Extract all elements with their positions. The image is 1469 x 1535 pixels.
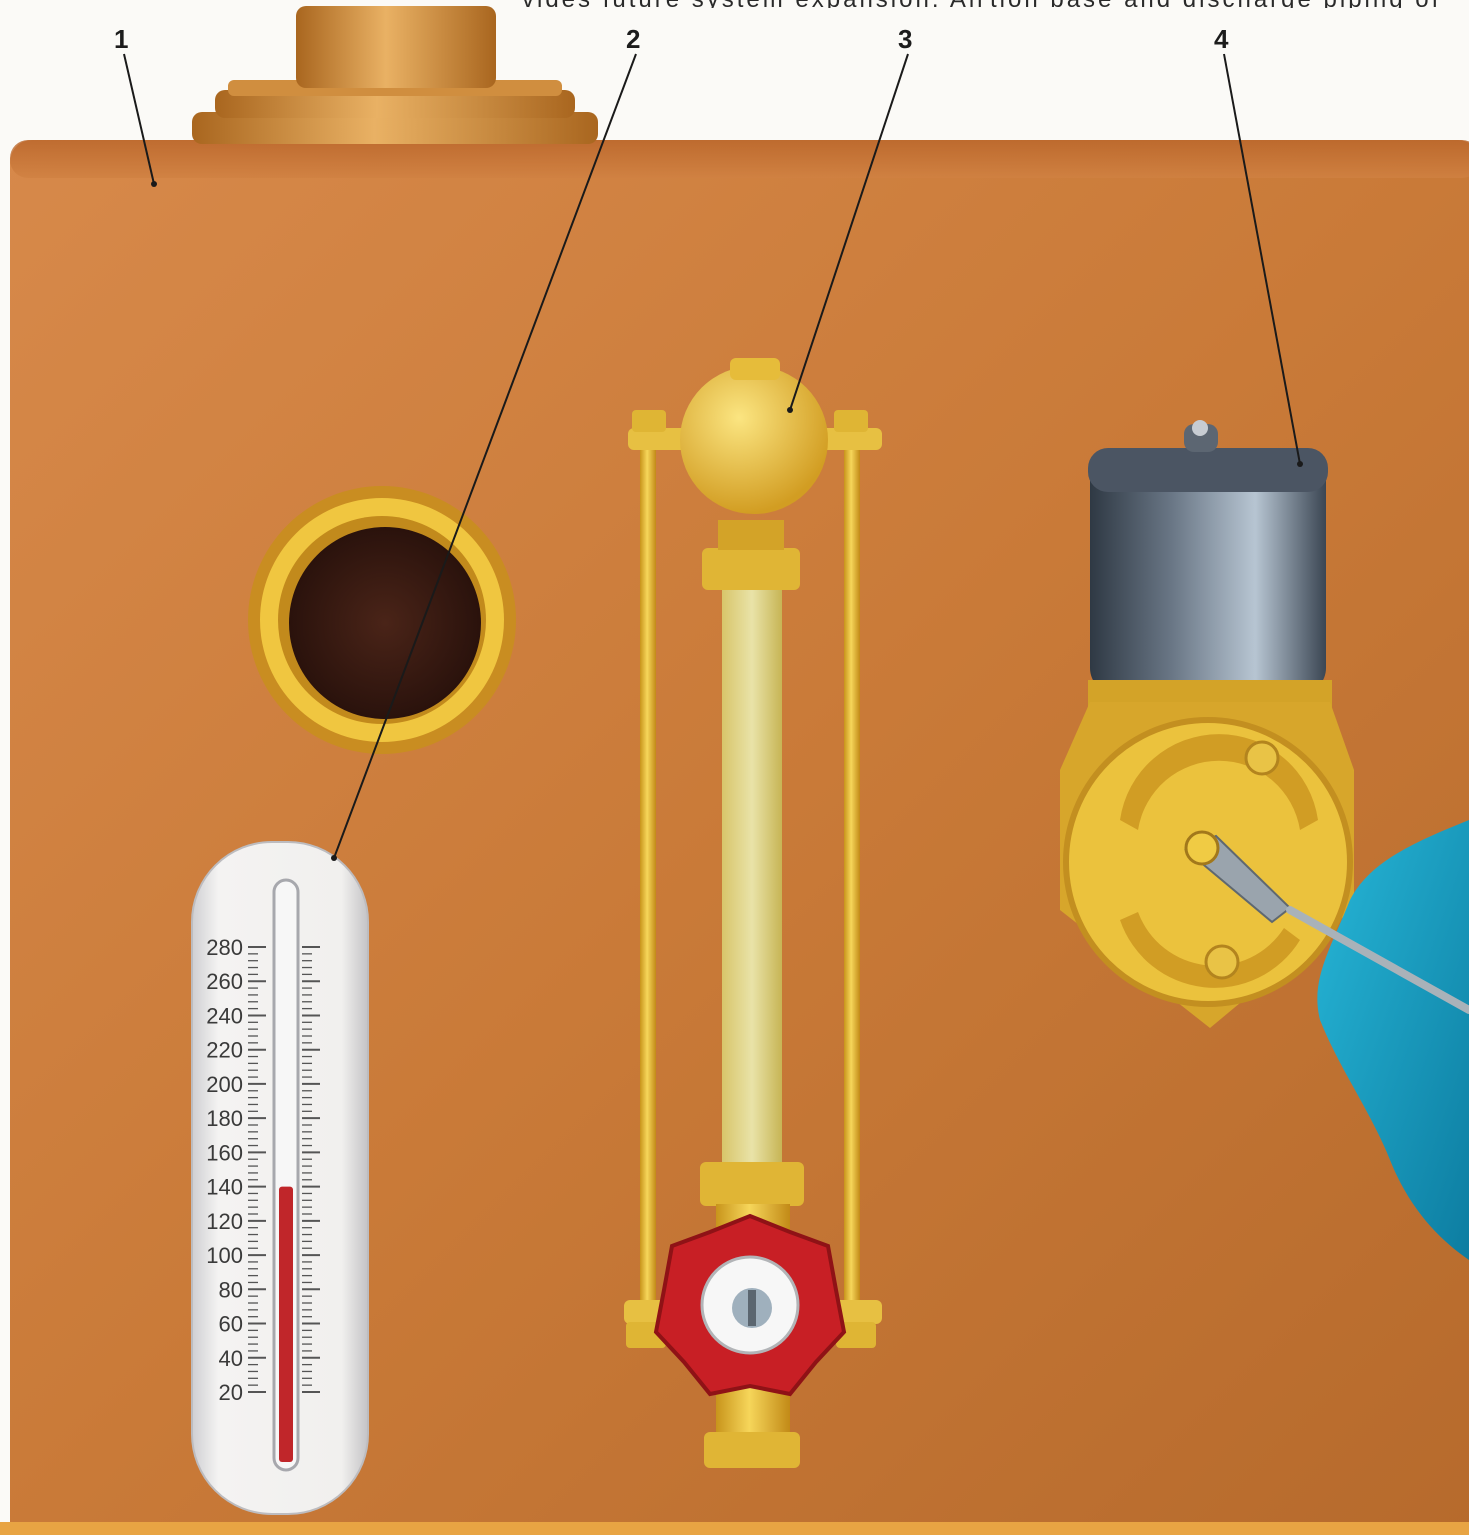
thermometer-label: 260 [206,969,243,994]
guard-rod-left [640,428,656,1322]
thermometer-label: 40 [219,1346,243,1371]
callout-2: 2 [626,24,640,55]
thermometer-label: 180 [206,1106,243,1131]
upper-gauge-cock [680,366,828,514]
thermometer-label: 60 [219,1312,243,1337]
thermometer-label: 240 [206,1003,243,1028]
thermometer-label: 20 [219,1380,243,1405]
solenoid-valve [1060,420,1354,1028]
guard-rod-right [844,428,860,1322]
thermometer-label: 120 [206,1209,243,1234]
thermometer-label: 140 [206,1175,243,1200]
thermometer-label: 220 [206,1038,243,1063]
thermometer-label: 160 [206,1140,243,1165]
thermometer-label: 200 [206,1072,243,1097]
thermometer-label: 280 [206,935,243,960]
tank-bottom-edge [0,1522,1469,1535]
inspection-port [248,486,516,754]
callout-1: 1 [114,24,128,55]
upper-hex-nut [702,548,800,590]
thermometer: 280 260 240 220 200 180 160 140 120 100 80 60 40 20 [192,842,368,1514]
thermometer-label: 100 [206,1243,243,1268]
callout-4: 4 [1214,24,1228,55]
filler-cap [192,6,598,144]
lower-hex-nut [700,1162,804,1206]
thermometer-label: 80 [219,1277,243,1302]
sight-glass [722,590,782,1162]
callout-3: 3 [898,24,912,55]
mercury-column [279,1187,293,1462]
tank-top-edge [10,140,1469,178]
